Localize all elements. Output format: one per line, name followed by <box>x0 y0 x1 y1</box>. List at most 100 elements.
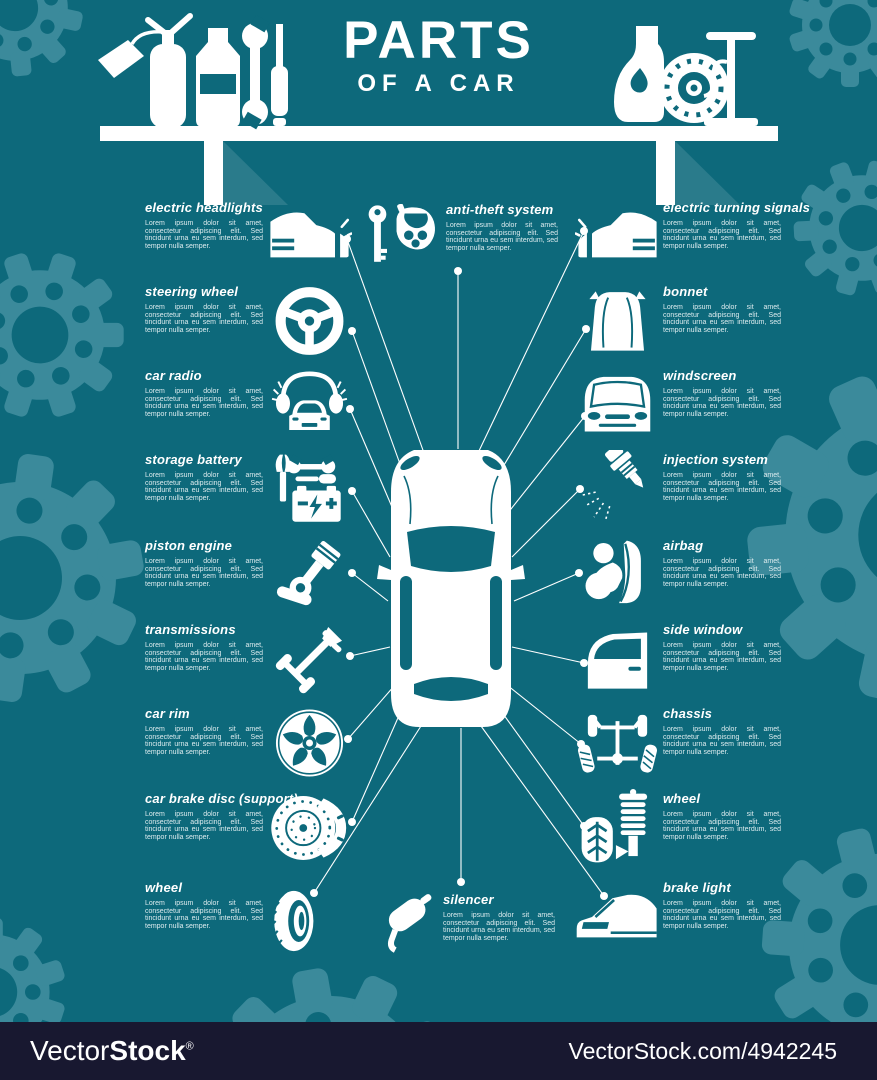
brake-disc-icon <box>267 789 352 867</box>
injector-icon <box>575 444 660 528</box>
part-label: silencer <box>443 892 494 907</box>
oil-bottle-icon <box>614 26 664 122</box>
transmission-icon <box>267 620 352 698</box>
part-item-steering-wheel: steering wheel Lorem ipsum dolor sit ame… <box>145 284 357 368</box>
part-item-bonnet: bonnet Lorem ipsum dolor sit amet, conse… <box>575 284 787 368</box>
vectorstock-logo: VectorStock® <box>30 1035 194 1067</box>
poster-title: PARTS OF A CAR <box>0 14 877 98</box>
part-label: car radio <box>145 368 202 383</box>
piston-icon <box>267 536 352 614</box>
wrench-icon <box>242 14 270 130</box>
part-description: Lorem ipsum dolor sit amet, consectetur … <box>145 388 263 418</box>
part-description: Lorem ipsum dolor sit amet, consectetur … <box>663 900 781 930</box>
part-label: car rim <box>145 706 190 721</box>
part-label: bonnet <box>663 284 708 299</box>
tire-icon <box>659 53 729 123</box>
part-item-wheel: wheel Lorem ipsum dolor sit amet, consec… <box>145 880 357 964</box>
part-item-transmissions: transmissions Lorem ipsum dolor sit amet… <box>145 622 357 706</box>
part-description: Lorem ipsum dolor sit amet, consectetur … <box>446 222 558 252</box>
part-label: car brake disc (support) <box>145 791 298 806</box>
part-item-car-rim: car rim Lorem ipsum dolor sit amet, cons… <box>145 706 357 790</box>
air-pump-icon <box>703 32 758 126</box>
part-item-injection: injection system Lorem ipsum dolor sit a… <box>575 444 787 536</box>
title-main: PARTS <box>343 11 534 70</box>
part-item-chassis: chassis Lorem ipsum dolor sit amet, cons… <box>575 706 787 790</box>
windscreen-icon <box>575 366 660 444</box>
part-description: Lorem ipsum dolor sit amet, consectetur … <box>663 388 781 418</box>
car-radio-icon <box>267 366 352 444</box>
part-label: wheel <box>663 791 701 806</box>
part-item-storage-battery: storage battery Lorem ipsum dolor sit am… <box>145 452 357 536</box>
part-item-windscreen: windscreen Lorem ipsum dolor sit amet, c… <box>575 368 787 452</box>
part-label: piston engine <box>145 538 233 553</box>
part-label: chassis <box>663 706 713 721</box>
vectorstock-url: VectorStock.com/4942245 <box>568 1037 838 1064</box>
part-description: Lorem ipsum dolor sit amet, consectetur … <box>663 642 781 672</box>
part-description: Lorem ipsum dolor sit amet, consectetur … <box>663 558 781 588</box>
part-label: electric turning signals <box>663 200 811 215</box>
part-item-side-window: side window Lorem ipsum dolor sit amet, … <box>575 622 787 706</box>
connector-dots <box>310 227 608 900</box>
headlight-icon <box>267 198 353 276</box>
bottle-icon <box>196 28 240 127</box>
part-label: electric headlights <box>145 200 263 215</box>
fire-extinguisher-icon <box>98 13 193 128</box>
side-window-icon <box>575 620 660 698</box>
key-remote-icon <box>366 203 442 272</box>
connector-lines <box>313 230 605 897</box>
part-label: side window <box>663 622 743 637</box>
part-description: Lorem ipsum dolor sit amet, consectetur … <box>663 811 781 841</box>
part-item-anti-theft: anti-theft system Lorem ipsum dolor sit … <box>366 202 612 286</box>
steering-wheel-icon <box>267 282 352 360</box>
part-description: Lorem ipsum dolor sit amet, consectetur … <box>145 811 263 841</box>
part-item-electric-headlights: electric headlights Lorem ipsum dolor si… <box>145 200 357 284</box>
part-label: steering wheel <box>145 284 239 299</box>
part-item-wheel-shock: wheel Lorem ipsum dolor sit amet, consec… <box>575 789 787 875</box>
bonnet-icon <box>575 282 660 360</box>
wheel-shock-icon <box>575 789 660 867</box>
part-label: storage battery <box>145 452 242 467</box>
part-item-brake-light: brake light Lorem ipsum dolor sit amet, … <box>575 880 787 964</box>
car-top-view-icon <box>377 450 525 727</box>
rim-icon <box>267 704 352 782</box>
part-label: windscreen <box>663 368 737 383</box>
part-description: Lorem ipsum dolor sit amet, consectetur … <box>145 726 263 756</box>
part-item-airbag: airbag Lorem ipsum dolor sit amet, conse… <box>575 538 787 622</box>
part-item-turning-signals: electric turning signals Lorem ipsum dol… <box>574 198 811 284</box>
part-item-silencer: silencer Lorem ipsum dolor sit amet, con… <box>370 878 560 962</box>
watermark-bar: VectorStock® VectorStock.com/4942245 <box>0 1022 877 1080</box>
part-item-car-radio: car radio Lorem ipsum dolor sit amet, co… <box>145 368 357 452</box>
title-sub: OF A CAR <box>357 70 520 97</box>
part-item-brake-disc: car brake disc (support) Lorem ipsum dol… <box>145 791 357 875</box>
part-label: wheel <box>145 880 183 895</box>
part-description: Lorem ipsum dolor sit amet, consectetur … <box>663 220 781 250</box>
part-label: brake light <box>663 880 731 895</box>
logo-suffix: Stock <box>109 1035 186 1066</box>
part-description: Lorem ipsum dolor sit amet, consectetur … <box>145 304 263 334</box>
part-description: Lorem ipsum dolor sit amet, consectetur … <box>663 472 781 502</box>
part-label: airbag <box>663 538 704 553</box>
part-item-piston-engine: piston engine Lorem ipsum dolor sit amet… <box>145 538 357 622</box>
part-description: Lorem ipsum dolor sit amet, consectetur … <box>145 642 263 672</box>
part-description: Lorem ipsum dolor sit amet, consectetur … <box>663 304 781 334</box>
part-label: injection system <box>663 452 769 467</box>
part-description: Lorem ipsum dolor sit amet, consectetur … <box>145 558 263 588</box>
battery-icon <box>267 450 352 528</box>
turn-signal-icon <box>574 198 660 276</box>
part-description: Lorem ipsum dolor sit amet, consectetur … <box>145 472 263 502</box>
airbag-icon <box>575 536 660 614</box>
chassis-icon <box>575 704 660 782</box>
muffler-icon <box>370 876 444 956</box>
part-description: Lorem ipsum dolor sit amet, consectetur … <box>145 900 263 930</box>
tire-side-icon <box>263 878 333 964</box>
screwdriver-icon <box>271 24 288 126</box>
part-label: anti-theft system <box>446 202 554 217</box>
registered-mark: ® <box>185 1040 194 1053</box>
part-label: transmissions <box>145 622 236 637</box>
part-description: Lorem ipsum dolor sit amet, consectetur … <box>443 912 555 942</box>
part-description: Lorem ipsum dolor sit amet, consectetur … <box>663 726 781 756</box>
logo-prefix: Vector <box>30 1035 110 1066</box>
shelf <box>100 126 778 205</box>
